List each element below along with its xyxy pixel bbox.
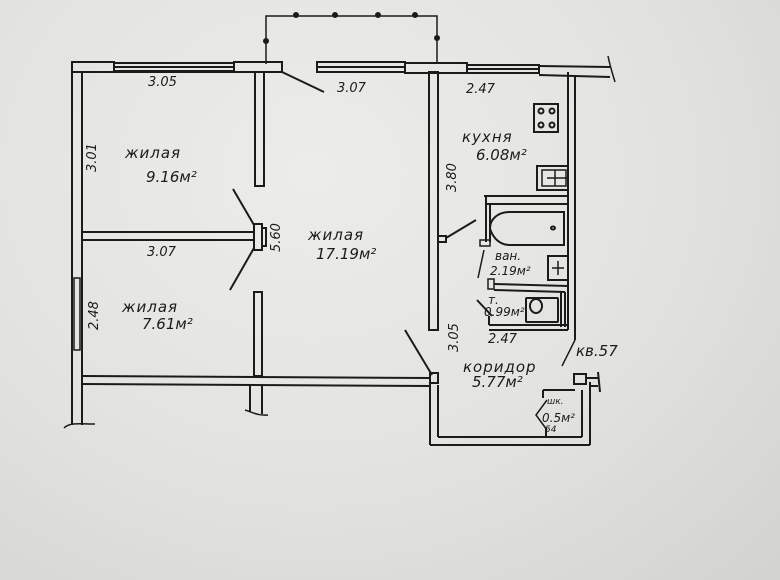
bathroom-area: 2.19м² — [490, 264, 531, 278]
room-1-height-dim: 3.01 — [85, 143, 100, 172]
room-1-name: жилая — [125, 144, 182, 162]
room-2-area: 17.19м² — [316, 245, 377, 263]
apartment-number-label: кв.57 — [576, 342, 618, 360]
room-2-height-dim: 5.60 — [269, 223, 284, 252]
room-2-width-dim: 3.07 — [337, 81, 366, 96]
room-3-area: 7.61м² — [142, 315, 193, 333]
room-1-width-dim: 3.05 — [148, 75, 177, 90]
kitchen-area: 6.08м² — [476, 146, 527, 164]
toilet-name: т. — [488, 293, 499, 307]
room-1-area: 9.16м² — [146, 168, 197, 186]
kitchen-name: кухня — [462, 128, 513, 146]
room-2-name: жилая — [308, 226, 365, 244]
closet-area: 0.5м² — [542, 411, 575, 425]
closet-note: 54 — [545, 425, 557, 435]
kitchen-width-dim: 2.47 — [466, 82, 495, 97]
corridor-width-dim: 2.47 — [488, 332, 517, 347]
room-3-height-dim: 2.48 — [87, 301, 102, 330]
corridor-name: коридор — [463, 358, 537, 376]
kitchen-height-dim: 3.80 — [445, 163, 460, 192]
room-3-name: жилая — [122, 298, 179, 316]
closet-name: шк. — [547, 397, 564, 407]
corridor-area: 5.77м² — [472, 373, 523, 391]
bathroom-name: ван. — [495, 249, 522, 263]
room-3-width-dim: 3.07 — [147, 245, 176, 260]
corridor-height-dim: 3.05 — [447, 323, 462, 352]
toilet-area: 0.99м² — [484, 305, 525, 319]
